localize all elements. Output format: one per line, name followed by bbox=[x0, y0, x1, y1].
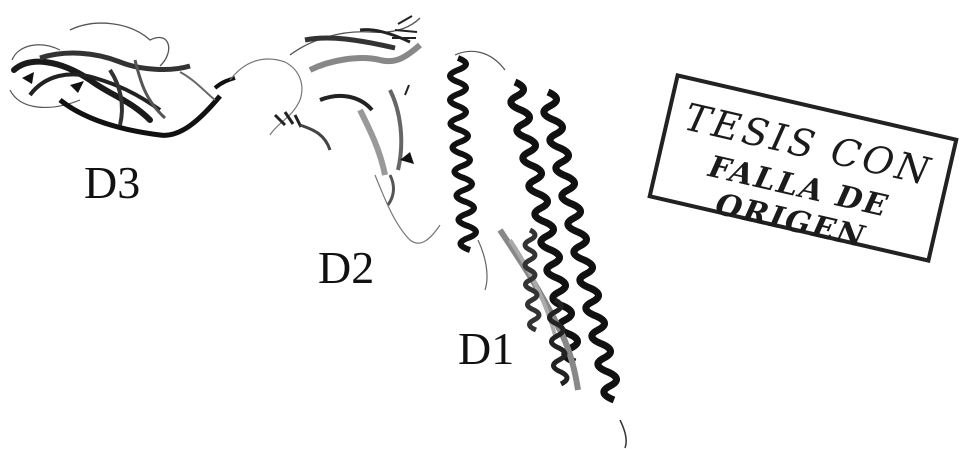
domain-d3-structure bbox=[10, 23, 235, 135]
d1-helix-right bbox=[544, 92, 617, 400]
d1-helix-left bbox=[450, 58, 476, 250]
domain-label-d1: D1 bbox=[458, 326, 514, 372]
domain-d1-structure bbox=[450, 51, 626, 448]
domain-label-d3: D3 bbox=[84, 160, 140, 206]
domain-label-d2: D2 bbox=[318, 245, 374, 291]
domain-d2-structure bbox=[275, 16, 440, 243]
